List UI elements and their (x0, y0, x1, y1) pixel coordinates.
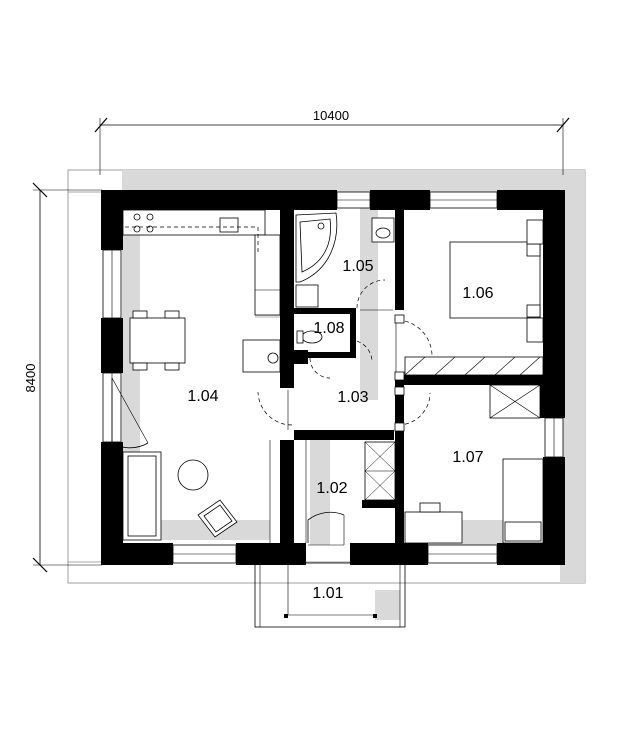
room-label-1-04: 1.04 (187, 388, 218, 405)
room-label-1-06: 1.06 (462, 285, 493, 302)
bedroom-1-06-furniture (404, 219, 544, 376)
room-label-1-02: 1.02 (316, 480, 347, 497)
bathroom-fixtures (295, 212, 395, 311)
room-label-1-07: 1.07 (452, 449, 483, 466)
dimension-horizontal: 10400 (94, 108, 570, 175)
vestibule-fixtures (305, 440, 396, 546)
room-label-1-08: 1.08 (313, 320, 344, 337)
hall-doors (257, 314, 433, 432)
room-label-1-03: 1.03 (337, 389, 368, 406)
dimension-vertical: 8400 (23, 182, 102, 573)
room-label-1-01: 1.01 (312, 585, 343, 602)
living-furniture (111, 377, 271, 543)
bedroom-1-07-furniture (404, 384, 544, 544)
room-label-1-05: 1.05 (342, 258, 373, 275)
exterior-walls (101, 190, 565, 565)
wc-fixtures (296, 330, 373, 379)
dimension-height-label: 8400 (23, 364, 38, 393)
entrance-porch (254, 562, 406, 628)
interior-walls (280, 210, 545, 543)
dimension-width-label: 10400 (313, 108, 349, 123)
room-labels: 1.01 1.02 1.03 1.04 1.05 1.06 1.07 1.08 (187, 258, 493, 602)
kitchen-furniture (122, 209, 281, 373)
